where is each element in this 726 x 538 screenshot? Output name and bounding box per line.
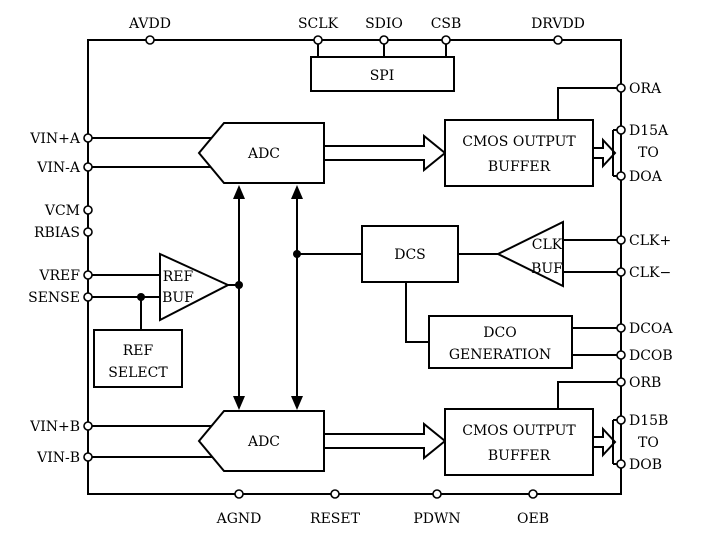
pin-label-csb: CSB bbox=[431, 16, 462, 32]
pin-pdwn bbox=[432, 489, 442, 499]
pin-csb bbox=[441, 35, 451, 45]
pin-doa bbox=[616, 171, 626, 181]
pin-label-rbias: RBIAS bbox=[34, 225, 80, 241]
pin-dcob bbox=[616, 350, 626, 360]
cmos-output-buffer-b bbox=[444, 408, 594, 476]
cmos-b-label-1: CMOS OUTPUT bbox=[462, 423, 576, 439]
pin-clk-minus bbox=[616, 267, 626, 277]
pin-d15a bbox=[616, 125, 626, 135]
pin-sense bbox=[83, 292, 93, 302]
out-arrow-a bbox=[592, 137, 617, 169]
ref-select-block bbox=[93, 329, 183, 388]
ref-select-label-1: REF bbox=[123, 343, 154, 359]
pin-label-dcoa: DCOA bbox=[629, 321, 673, 337]
adc-a-label: ADC bbox=[247, 146, 280, 162]
chip-outline bbox=[87, 39, 622, 495]
pin-label-orb: ORB bbox=[629, 375, 661, 391]
pin-orb bbox=[616, 377, 626, 387]
pin-label-dob: DOB bbox=[629, 457, 662, 473]
pin-label-doa: DOA bbox=[629, 169, 663, 185]
pin-vin-plus-a bbox=[83, 133, 93, 143]
cmos-a-label-2: BUFFER bbox=[488, 159, 551, 175]
pin-label-sclk: SCLK bbox=[298, 16, 339, 32]
pin-sdio bbox=[379, 35, 389, 45]
pin-dob bbox=[616, 459, 626, 469]
cmos-a-label-1: CMOS OUTPUT bbox=[462, 134, 576, 150]
pin-rbias bbox=[83, 227, 93, 237]
pin-label-vcm: VCM bbox=[44, 203, 80, 219]
pin-vcm bbox=[83, 205, 93, 215]
pin-label-oeb: OEB bbox=[517, 511, 549, 527]
adc-a-block bbox=[197, 122, 325, 184]
pin-label-clk-plus: CLK+ bbox=[629, 233, 671, 249]
ref-buf-label-2: BUF bbox=[162, 290, 194, 306]
pin-label-d15b: D15B bbox=[629, 413, 668, 429]
pin-label-clk-minus: CLK− bbox=[629, 265, 671, 281]
pin-label-pdwn: PDWN bbox=[413, 511, 460, 527]
pin-label-vin-minus-a: VIN-A bbox=[36, 160, 81, 176]
pin-label-reset: RESET bbox=[310, 511, 361, 527]
ref-buf-label-1: REF bbox=[163, 269, 194, 285]
dcs-label: DCS bbox=[394, 247, 426, 263]
pin-label-sense: SENSE bbox=[28, 290, 80, 306]
pin-label-vin-plus-b: VIN+B bbox=[29, 419, 80, 435]
dco-generation-block bbox=[428, 315, 573, 369]
pin-vin-minus-a bbox=[83, 162, 93, 172]
clk-buf-label-2: BUF bbox=[531, 261, 563, 277]
pin-avdd bbox=[145, 35, 155, 45]
pin-drvdd bbox=[553, 35, 563, 45]
pin-label-agnd: AGND bbox=[216, 511, 262, 527]
dco-gen-label-1: DCO bbox=[483, 325, 516, 341]
pin-label-vin-plus-a: VIN+A bbox=[29, 131, 81, 147]
dco-gen-label-2: GENERATION bbox=[449, 347, 551, 363]
pin-label-sdio: SDIO bbox=[365, 16, 403, 32]
pin-label-to-b: TO bbox=[638, 435, 659, 451]
pin-vin-plus-b bbox=[83, 421, 93, 431]
pin-label-avdd: AVDD bbox=[128, 16, 171, 32]
adc-b-label: ADC bbox=[247, 434, 280, 450]
pin-label-d15a: D15A bbox=[629, 123, 669, 139]
pin-ora bbox=[616, 83, 626, 93]
pin-vref bbox=[83, 270, 93, 280]
pin-reset bbox=[330, 489, 340, 499]
pin-label-ora: ORA bbox=[629, 81, 662, 97]
pin-label-dcob: DCOB bbox=[629, 348, 673, 364]
pin-label-vin-minus-b: VIN-B bbox=[36, 450, 80, 466]
pin-agnd bbox=[234, 489, 244, 499]
ref-select-label-2: SELECT bbox=[108, 365, 168, 381]
clk-buf-label-1: CLK bbox=[532, 237, 563, 253]
pin-vin-minus-b bbox=[83, 452, 93, 462]
pin-label-to-a: TO bbox=[638, 145, 659, 161]
spi-block bbox=[310, 56, 455, 92]
cmos-output-buffer-a bbox=[444, 119, 594, 187]
pin-sclk bbox=[313, 35, 323, 45]
pin-dcoa bbox=[616, 323, 626, 333]
bus-arrow-a bbox=[323, 133, 447, 173]
pin-label-drvdd: DRVDD bbox=[531, 16, 585, 32]
pin-oeb bbox=[528, 489, 538, 499]
bus-arrow-b bbox=[323, 421, 447, 461]
clk-buf-triangle bbox=[495, 220, 564, 288]
pin-label-vref: VREF bbox=[38, 268, 80, 284]
ref-buf-triangle bbox=[159, 252, 231, 322]
pin-clk-plus bbox=[616, 235, 626, 245]
adc-b-block bbox=[197, 410, 325, 472]
out-arrow-b bbox=[592, 426, 617, 458]
cmos-b-label-2: BUFFER bbox=[488, 448, 551, 464]
spi-label: SPI bbox=[370, 68, 395, 84]
pin-d15b bbox=[616, 415, 626, 425]
